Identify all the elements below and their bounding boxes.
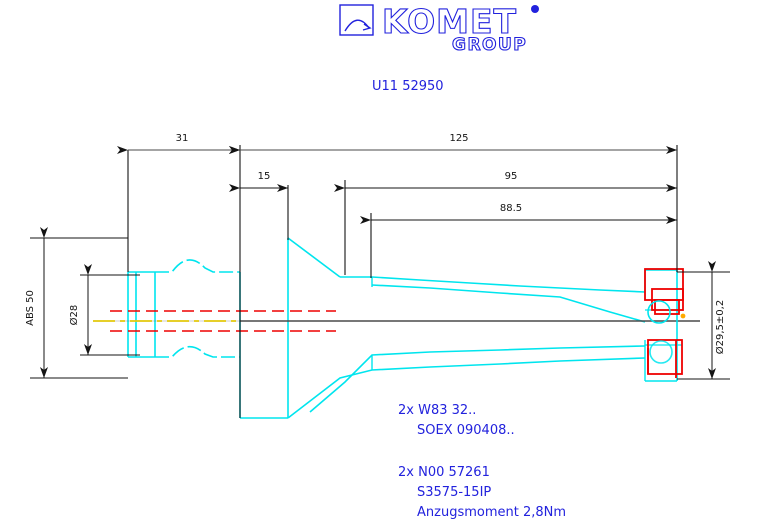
dimension-95: 95: [334, 171, 677, 192]
arch-in-square-icon: [339, 4, 374, 36]
dimension-15-label: 15: [258, 171, 271, 182]
logo-registered-mark: [531, 5, 539, 13]
page-title: U11 52950: [372, 79, 444, 94]
tool-geometry: [93, 237, 700, 419]
insert-note-line-1: 2x W83 32..: [398, 403, 476, 418]
tip-marker-icon: [680, 313, 686, 319]
logo-wordmark: KOMET: [382, 2, 517, 41]
dimension-d29-5: Ø29,5±0,2: [677, 261, 730, 380]
dimension-88-5: 88.5: [360, 203, 677, 224]
logo-sub-wordmark: GROUP: [452, 35, 527, 55]
insert-note: 2x W83 32.. SOEX 090408..: [398, 403, 515, 438]
insert-pocket-lower: [647, 339, 683, 378]
body-profile: [287, 237, 646, 419]
dimension-31-label: 31: [176, 133, 189, 144]
collar-block: [239, 238, 289, 419]
dimension-d28: Ø28: [68, 264, 140, 356]
cutting-head: [644, 268, 686, 382]
dimension-d28-label: Ø28: [68, 305, 80, 326]
screw-note-line-2: S3575-15IP: [417, 485, 491, 500]
dimension-d29-5-label: Ø29,5±0,2: [714, 300, 726, 354]
shank-profile: [127, 259, 241, 358]
horizontal-dimensions: 31 125 15 95 88.5: [117, 133, 678, 418]
dimension-88-5-label: 88.5: [500, 203, 522, 214]
coolant-bore-hidden-lines: [110, 310, 336, 332]
insert-pocket-upper: [644, 268, 684, 324]
vertical-dimensions: ABS 50 Ø28 Ø29,5±0,2: [25, 227, 730, 380]
dimension-31: 31: [117, 133, 240, 154]
screw-note-line-1: 2x N00 57261: [398, 465, 490, 480]
screw-note-line-3: Anzugsmoment 2,8Nm: [417, 505, 566, 520]
dimension-125-label: 125: [449, 133, 468, 144]
dimension-abs-50-label: ABS 50: [25, 290, 36, 326]
screw-note: 2x N00 57261 S3575-15IP Anzugsmoment 2,8…: [398, 465, 566, 520]
dimension-15: 15: [229, 171, 288, 192]
dimension-95-label: 95: [505, 171, 518, 182]
insert-note-line-2: SOEX 090408..: [417, 423, 515, 438]
dimension-abs-50: ABS 50: [25, 227, 128, 379]
komet-logo: KOMET GROUP: [339, 1, 539, 56]
dimension-125: 125: [229, 133, 677, 154]
